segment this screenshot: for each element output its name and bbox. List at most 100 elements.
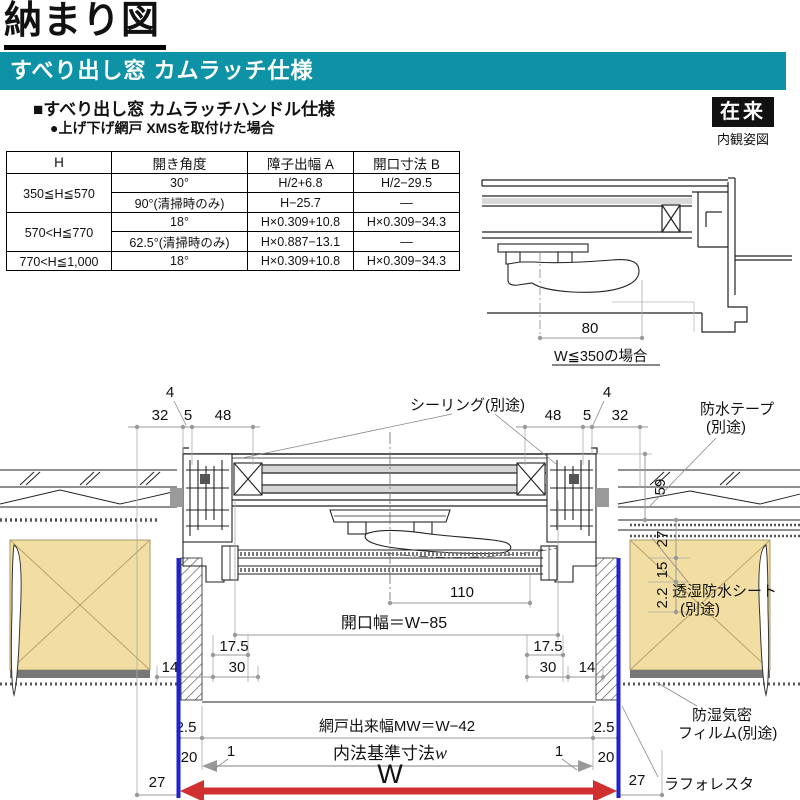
cell-b: — (353, 231, 460, 252)
page-title: 納まり図 (4, 0, 167, 50)
dim-2-2: 2.2 (654, 588, 671, 609)
moisture-film-label2: フィルム(別途) (678, 725, 777, 742)
col-header-b: 開口寸法 B (353, 151, 460, 174)
breathable-sheet-label: 透湿防水シート (672, 583, 777, 600)
dim-2-5: 2.5 (594, 719, 615, 736)
waterproof-tape-label: 防水テープ (700, 401, 774, 418)
dim-80-value: 80 (582, 320, 599, 337)
spec-table: H 開き角度 障子出幅 A 開口寸法 B 350≦H≦570 30° H/2+6… (6, 151, 460, 271)
dim-30: 30 (229, 659, 246, 676)
cell-angle: 18° (111, 251, 248, 271)
cell-h-range: 770<H≦1,000 (6, 251, 112, 271)
callouts: シーリング(別途) 防水テープ (別途) 透湿防水シート (別途) 防湿気密 フ… (241, 397, 777, 793)
window-frame (182, 447, 598, 507)
dim-screen-width: 網戸出来幅MW＝W−42 2.5 2.5 (176, 718, 621, 741)
col-header-angle: 開き角度 (111, 151, 248, 174)
wall-left (0, 469, 178, 522)
dim-48: 48 (545, 407, 562, 424)
dim-15: 15 (654, 562, 671, 579)
dim-110: 110 (450, 584, 474, 601)
badge-caption: 内観姿図 (716, 132, 769, 147)
dim-80: 80 (537, 252, 645, 341)
cell-a: H/2+6.8 (247, 173, 354, 193)
cell-b: H/2−29.5 (353, 173, 460, 193)
dim-30: 30 (540, 659, 557, 676)
sealing-label: シーリング(別途) (410, 397, 525, 414)
subsection-heading: ●上げ下げ網戸 XMSを取付けた場合 (50, 120, 275, 136)
cell-b: H×0.309−34.3 (353, 212, 460, 232)
table-row: 570<H≦770 18° H×0.309+10.8 H×0.309−34.3 (6, 212, 460, 252)
cell-angle: 62.5°(清掃時のみ) (111, 231, 248, 252)
table-header-row: H 開き角度 障子出幅 A 開口寸法 B (6, 151, 460, 174)
dim-110: 110 (387, 584, 533, 606)
dim-32: 32 (152, 407, 169, 424)
dim-20: 20 (181, 749, 198, 766)
opening-width-label: 開口幅＝W−85 (341, 614, 447, 632)
cell-b: H×0.309−34.3 (353, 251, 460, 271)
extension-lines (136, 427, 690, 795)
dim-48: 48 (215, 407, 232, 424)
dim-14-30: 14 30 30 14 (154, 659, 606, 680)
construction-type-badge: 在来 (712, 97, 774, 127)
dim-20: 20 (598, 749, 615, 766)
rough-opening-hatch-left (180, 557, 203, 701)
dim-27: 27 (654, 531, 671, 548)
inner-standard-w: w (435, 743, 447, 763)
dim-27: 27 (629, 772, 646, 789)
waterproof-tape-label2: (別途) (706, 419, 746, 436)
col-header-h: H (6, 151, 112, 174)
table-row: 62.5°(清掃時のみ) H×0.887−13.1 — (7, 231, 460, 252)
cell-a: H×0.309+10.8 (247, 251, 354, 271)
window-jamb-right (516, 453, 610, 583)
dim-17-5: 17.5 (533, 638, 562, 655)
cell-a: H×0.887−13.1 (247, 231, 354, 252)
moisture-film-label: 防湿気密 (692, 707, 752, 724)
dim-59: 59 (652, 479, 669, 496)
handle-detail-drawing: 80 W≦350の場合 (481, 177, 792, 366)
inner-standard-label: 内法基準寸法w (333, 743, 447, 763)
main-section-drawing: 4 32 5 48 4 48 5 32 59 27 15 2.2 (0, 384, 800, 800)
w-dimension-arrow: W (180, 759, 617, 800)
cell-h-range: 570<H≦770 (6, 212, 112, 252)
case-label: W≦350の場合 (554, 348, 648, 365)
rough-opening-hatch-right (595, 557, 618, 701)
wood-stud-left (9, 539, 151, 697)
cell-a: H−25.7 (247, 192, 354, 213)
frame-section (481, 177, 792, 333)
dim-top-left: 4 32 5 48 (128, 384, 260, 430)
dim-5: 5 (583, 407, 591, 424)
dim-14: 14 (579, 659, 596, 676)
dim-1: 1 (227, 743, 235, 760)
col-header-a: 障子出幅 A (247, 151, 354, 174)
dim-opening-width: 開口幅＝W−85 (232, 614, 561, 638)
wall-right (617, 469, 800, 538)
table-row: 770<H≦1,000 18° H×0.309+10.8 H×0.309−34.… (6, 251, 460, 271)
dim-17-5: 17.5 (219, 638, 248, 655)
screen-width-label: 網戸出来幅MW＝W−42 (319, 718, 475, 735)
dim-17-5: 17.5 17.5 (210, 638, 566, 658)
dim-27-bottom: 27 27 (134, 772, 665, 798)
dim-32: 32 (612, 407, 629, 424)
banner-title: すべり出し窓 カムラッチ仕様 (0, 52, 786, 90)
dim-top-right: 4 48 5 32 (516, 384, 648, 430)
table-row: 350≦H≦570 30° H/2+6.8 H/2−29.5 (6, 173, 460, 213)
dim-4: 4 (603, 384, 611, 401)
dim-4: 4 (166, 384, 174, 401)
dim-5: 5 (184, 407, 192, 424)
dim-27: 27 (149, 774, 166, 791)
dim-w: W (377, 759, 403, 789)
cell-angle: 30° (111, 173, 248, 193)
dim-right-chain: 59 27 15 2.2 (642, 451, 679, 615)
dim-14: 14 (162, 659, 179, 676)
cell-h-range: 350≦H≦570 (6, 173, 112, 213)
section-heading: ■すべり出し窓 カムラッチハンドル仕様 (33, 100, 335, 119)
cam-latch-handle (497, 243, 640, 293)
cell-angle: 90°(清掃時のみ) (111, 192, 248, 213)
cell-b: — (353, 192, 460, 213)
dim-2-5: 2.5 (176, 719, 197, 736)
dim-inner-standard: 20 1 1 20 内法基準寸法w (181, 743, 615, 772)
cell-angle: 18° (111, 212, 248, 232)
breathable-sheet-label2: (別途) (680, 601, 720, 618)
laforesta-label: ラフォレスタ (664, 776, 754, 793)
